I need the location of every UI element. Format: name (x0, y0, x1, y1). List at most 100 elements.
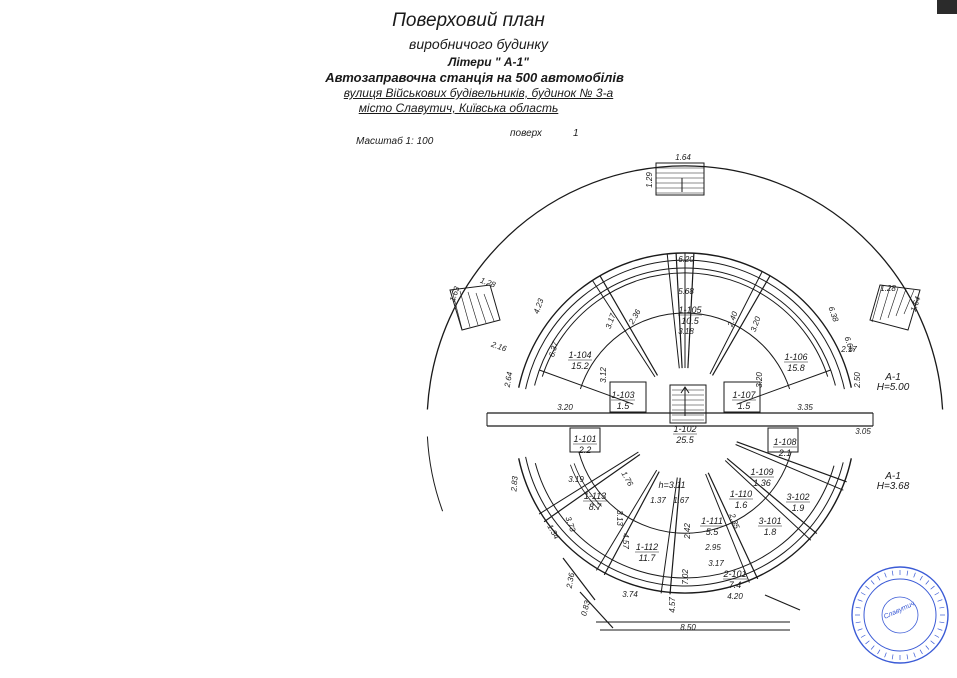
floor-number: 1 (573, 128, 579, 139)
official-stamp: Славутич (851, 566, 949, 664)
stamp-tick (884, 572, 887, 578)
stamp-tick (870, 645, 875, 650)
stamp-tick (865, 640, 870, 645)
block-label-upper: А-1 (884, 372, 901, 383)
dimension-label: 4.23 (532, 297, 546, 315)
entrance-stair-top (655, 162, 705, 196)
stamp-ring-inner (863, 578, 937, 652)
dimension-label: 4.57 (668, 597, 677, 613)
room-id-1-105: 1-105 (678, 305, 702, 315)
dimension-label: 3.73 (563, 515, 577, 533)
partition-wall (709, 271, 763, 375)
stamp-tick (913, 572, 916, 578)
partition-wall (736, 369, 831, 405)
floor-label: поверх (510, 128, 542, 139)
dimension-label: 4.20 (727, 592, 743, 601)
room-id-1-107: 1-107 (732, 390, 756, 400)
partition-wall (591, 280, 656, 378)
room-area-1-113: 8.7 (589, 502, 603, 512)
partition-wall (736, 441, 847, 483)
partition-wall (539, 369, 634, 405)
partition-wall (735, 444, 844, 491)
dimension-label: 2.16 (489, 339, 508, 353)
room-id-2-101: 2-101 (722, 569, 746, 579)
stamp-tick (913, 652, 916, 658)
room-area-1-101: 2.2 (578, 445, 592, 455)
dimension-label: 3.17 (604, 312, 618, 330)
room-area-1-106: 15.8 (787, 363, 805, 373)
canopy-arc (426, 436, 444, 512)
dimension-label: 5.68 (678, 287, 694, 296)
entrance-stair-right (869, 284, 921, 331)
dimension-label: 3.35 (797, 403, 813, 412)
canopy-arc (426, 165, 944, 410)
room-1-103 (609, 381, 647, 413)
room-id-1-103: 1-103 (611, 390, 634, 400)
stamp-tick (855, 621, 861, 624)
dimension-label: 3.20 (749, 315, 763, 333)
dimension-label: 2.83 (509, 475, 519, 493)
partition-wall (726, 457, 818, 535)
stamp-tick (891, 570, 894, 576)
partition-wall (705, 473, 750, 583)
dimension-label: 2.50 (853, 372, 862, 389)
stamp-tick (937, 628, 943, 631)
city-address: місто Славутич, Київська область (358, 101, 559, 115)
room-area-1-111: 5.5 (706, 527, 720, 537)
room-area-1-108: 2.1 (778, 448, 792, 458)
room-1-107 (723, 381, 761, 413)
partition-wall (599, 275, 659, 376)
partition-wall (707, 472, 759, 580)
stamp-tick (925, 580, 930, 585)
dimension-label: 1.64 (675, 153, 691, 162)
dimension-label: 1.29 (645, 172, 654, 188)
room-area-1-110: 1.6 (735, 500, 748, 510)
hatch-arc (573, 463, 602, 507)
room-area-3-101: 1.8 (764, 527, 777, 537)
stair-step (451, 289, 463, 330)
stamp-tick (877, 575, 881, 581)
partition-wall (711, 275, 771, 376)
stamp-ring-outer (851, 566, 949, 664)
dimension-label: 1.28 (880, 284, 896, 293)
stair-step (467, 291, 479, 326)
dimension-label: 1.67 (673, 496, 689, 505)
street-address: вулиця Військових будівельників, будинок… (343, 86, 614, 100)
room-id-1-111: 1-111 (701, 516, 723, 526)
stair-step (887, 287, 899, 319)
object-name: Автозаправочна станція на 500 автомобілі… (325, 70, 624, 85)
dimension-label: 1.76 (619, 470, 635, 488)
partition-wall (675, 253, 683, 369)
stamp-tick (857, 628, 863, 631)
stamp-tick (919, 575, 923, 581)
outer-wall-inner (525, 456, 844, 587)
room-area-1-107: 1.5 (738, 401, 752, 411)
outer-wall-inner (534, 462, 835, 579)
room-id-1-110: 1-110 (730, 489, 752, 499)
stamp-tick (934, 634, 940, 638)
dimension-label: 1.28 (479, 276, 497, 290)
room-id-1-101: 1-101 (573, 434, 596, 444)
annex-wall (562, 557, 596, 601)
dimension-label: 2.35 (727, 511, 741, 530)
dimension-label: 3.13 (615, 510, 624, 526)
dimension-label: 6.38 (826, 305, 840, 323)
room-area-1-105: 10.5 (681, 316, 700, 326)
stamp-tick (860, 634, 866, 638)
dimension-label: 1.63 (448, 285, 462, 303)
plan-labels: 1-10510.51-10415.21-10615.81-1031.51-107… (448, 153, 923, 632)
stamp-tick (860, 592, 866, 596)
stair-step (475, 292, 487, 324)
stair-box (669, 384, 707, 424)
dimension-label: 2.17 (840, 345, 857, 354)
stamp-tick (870, 580, 875, 585)
room-area-1-104: 15.2 (571, 361, 589, 371)
stamp-tick (919, 649, 923, 655)
stamp-tick (884, 652, 887, 658)
room-id-1-104: 1-104 (568, 350, 591, 360)
dimension-label: 2.36 (565, 572, 577, 590)
room-1-108 (767, 427, 799, 453)
stamp-tick (857, 599, 863, 602)
liter-label: Літери " А-1" (448, 55, 529, 69)
